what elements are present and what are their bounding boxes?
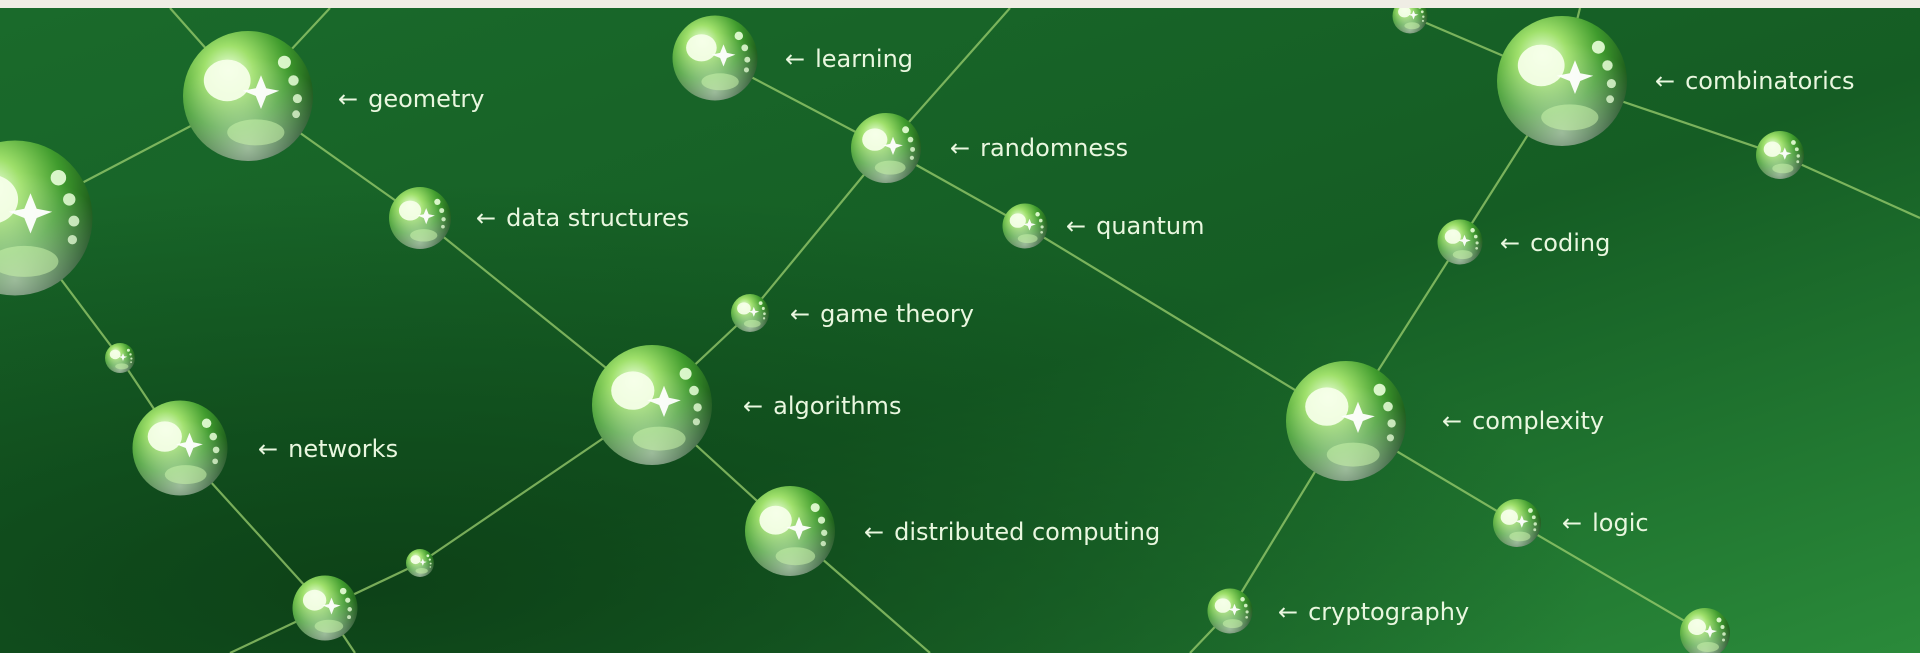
node-algorithms: ←algorithms	[592, 345, 901, 465]
arrow-icon: ←	[1500, 229, 1520, 257]
arrow-icon: ←	[864, 518, 884, 546]
node-label-learning: ←learning	[785, 45, 913, 73]
sphere-icon	[745, 486, 835, 576]
sphere-icon	[1002, 203, 1048, 249]
arrow-icon: ←	[785, 45, 805, 73]
sphere-icon	[592, 345, 712, 465]
node-randomness: ←randomness	[851, 113, 1128, 183]
node-layer: ←geometry ←learning ←randomness ←data st…	[0, 8, 1855, 653]
node-label-algorithms: ←algorithms	[743, 392, 901, 420]
edge	[749, 147, 887, 314]
node-unlabeled	[292, 575, 358, 641]
arrow-icon: ←	[743, 392, 763, 420]
arrow-icon: ←	[950, 134, 970, 162]
node-networks: ←networks	[132, 400, 398, 496]
arrow-icon: ←	[338, 85, 358, 113]
sphere-icon	[132, 400, 228, 496]
arrow-icon: ←	[476, 204, 496, 232]
node-label-quantum: ←quantum	[1066, 212, 1204, 240]
arrow-icon: ←	[1442, 407, 1462, 435]
arrow-icon: ←	[1066, 212, 1086, 240]
node-game-theory: ←game theory	[731, 294, 974, 332]
node-label-logic: ←logic	[1562, 509, 1649, 537]
arrow-icon: ←	[1278, 598, 1298, 626]
node-label-combinatorics: ←combinatorics	[1655, 67, 1855, 95]
arrow-icon: ←	[1562, 509, 1582, 537]
sphere-icon	[1207, 588, 1253, 634]
node-combinatorics: ←combinatorics	[1497, 16, 1855, 147]
node-geometry: ←geometry	[183, 31, 484, 162]
top-border	[0, 0, 1920, 8]
node-complexity: ←complexity	[1286, 361, 1604, 481]
edge	[1024, 225, 1347, 422]
node-quantum: ←quantum	[1002, 203, 1204, 249]
sphere-icon	[731, 294, 769, 332]
node-unlabeled	[1756, 131, 1804, 179]
node-distributed-computing: ←distributed computing	[745, 486, 1160, 576]
arrow-icon: ←	[790, 300, 810, 328]
node-unlabeled	[105, 343, 135, 373]
node-cryptography: ←cryptography	[1207, 588, 1469, 634]
arrow-icon: ←	[1655, 67, 1675, 95]
sphere-icon	[851, 113, 921, 183]
node-label-geometry: ←geometry	[338, 85, 484, 113]
node-label-game-theory: ←game theory	[790, 300, 974, 328]
node-unlabeled	[406, 549, 434, 577]
node-label-distributed-computing: ←distributed computing	[864, 518, 1160, 546]
node-label-cryptography: ←cryptography	[1278, 598, 1469, 626]
arrow-icon: ←	[258, 435, 278, 463]
sphere-icon	[183, 31, 313, 162]
sphere-icon	[1497, 16, 1627, 147]
sphere-icon	[1437, 219, 1483, 265]
node-label-complexity: ←complexity	[1442, 407, 1604, 435]
node-label-data-structures: ←data structures	[476, 204, 689, 232]
node-logic: ←logic	[1493, 499, 1649, 547]
node-data-structures: ←data structures	[389, 187, 689, 249]
edge	[1779, 153, 1920, 220]
sphere-icon	[389, 187, 451, 249]
node-label-randomness: ←randomness	[950, 134, 1128, 162]
node-label-networks: ←networks	[258, 435, 398, 463]
sphere-icon	[1493, 499, 1541, 547]
edge	[1516, 522, 1706, 634]
node-label-coding: ←coding	[1500, 229, 1610, 257]
topic-network-diagram: ←geometry ←learning ←randomness ←data st…	[0, 8, 1920, 653]
node-learning: ←learning	[672, 15, 913, 101]
sphere-icon	[1286, 361, 1406, 481]
node-coding: ←coding	[1437, 219, 1610, 265]
sphere-icon	[672, 15, 758, 101]
